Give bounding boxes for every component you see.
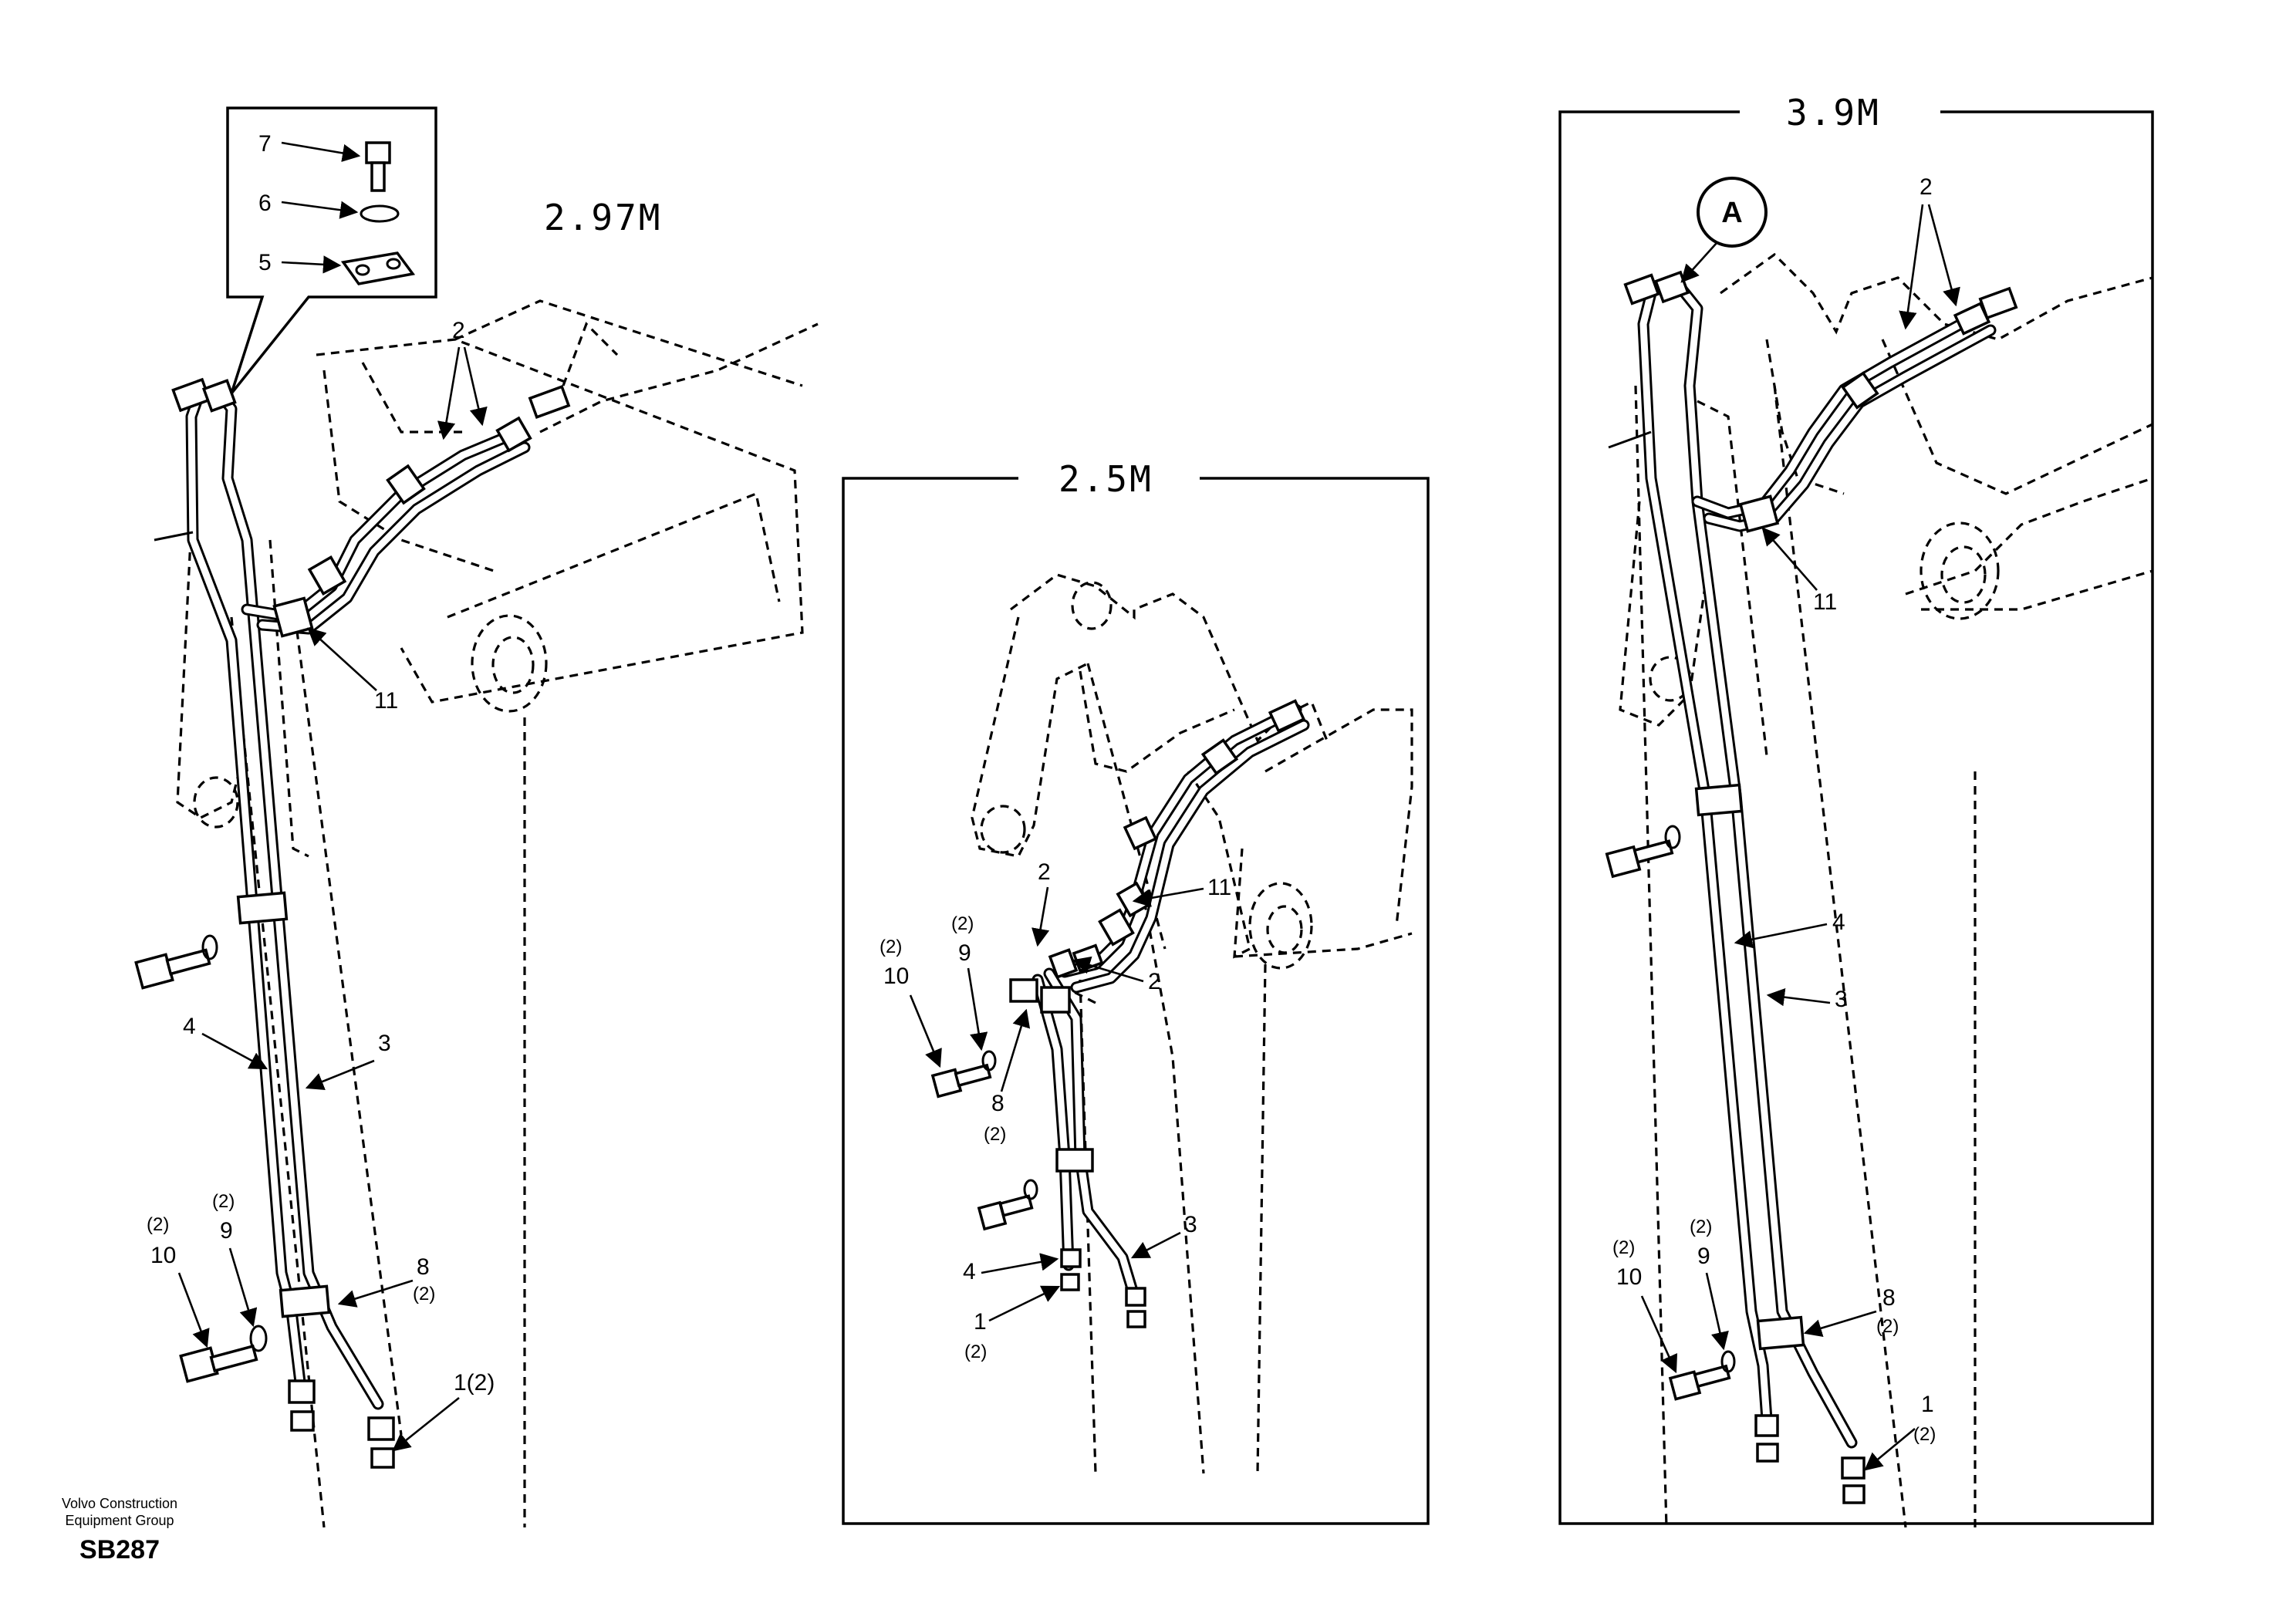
qty-1: (2) [1913, 1424, 1936, 1445]
washer-icon [981, 1050, 997, 1072]
callout-4: 4 [963, 1259, 976, 1284]
callout-10: 10 [150, 1243, 176, 1268]
callout-10: 10 [883, 964, 909, 989]
nut-icon [1841, 1456, 1866, 1504]
nut-icon [288, 1379, 316, 1432]
view-3-9m: 3.9M [1558, 91, 2154, 1528]
washer-icon [1720, 1350, 1736, 1373]
callout-8: 8 [1882, 1285, 1896, 1311]
view-title: 2.97M [544, 197, 662, 238]
bolt-icon [179, 1344, 258, 1383]
nut-icon [367, 1416, 395, 1469]
callout-3: 3 [1184, 1212, 1197, 1237]
qty-10: (2) [1612, 1237, 1635, 1258]
hardware-detail-inset: 7 6 5 [226, 106, 437, 395]
publisher-name-line-2: Equipment Group [65, 1513, 174, 1528]
detail-marker-a: A [1680, 177, 1768, 283]
clamp-icon [340, 251, 416, 285]
qty-10: (2) [880, 937, 902, 957]
qty-9: (2) [212, 1191, 235, 1212]
bolt-icon [1605, 825, 1681, 879]
callout-4: 4 [1832, 910, 1845, 935]
view-title: 3.9M [1786, 92, 1881, 133]
callout-9: 9 [1697, 1244, 1710, 1269]
washer-icon [249, 1325, 268, 1352]
washer-icon [360, 204, 400, 223]
qty-9: (2) [1690, 1217, 1712, 1237]
clamps-and-fittings [1605, 270, 2018, 1504]
callout-11: 11 [1207, 875, 1231, 900]
callouts-view-c: A 2 11 4 3 (2) 10 (2) 9 8 (2) 1 (2) [1612, 174, 1960, 1471]
callout-2: 2 [1148, 969, 1161, 994]
bolt-icon [977, 1179, 1038, 1231]
callout-1: 1 [974, 1309, 987, 1335]
qty-9: (2) [951, 913, 974, 934]
drawing-code: SB287 [79, 1535, 160, 1564]
bolt-icon [365, 141, 391, 192]
boom-outline [176, 299, 819, 1528]
callout-9: 9 [220, 1218, 233, 1244]
bolt-icon [134, 934, 218, 990]
callout-8: 8 [417, 1254, 430, 1280]
callout-10: 10 [1616, 1264, 1642, 1290]
callout-2: 2 [1920, 174, 1933, 200]
callout-2: 2 [452, 318, 465, 343]
publisher-block: Volvo Construction Equipment Group SB287 [54, 1495, 185, 1565]
nut-icon [1754, 1414, 1779, 1463]
boom-outline [1619, 252, 2153, 1528]
callout-3: 3 [378, 1031, 391, 1056]
callout-3: 3 [1835, 987, 1848, 1012]
bolt-icon [1668, 1364, 1731, 1401]
bolt-icon [930, 1063, 992, 1099]
qty-1: (2) [964, 1342, 987, 1362]
callouts-view-b: 11 2 2 (2) 10 (2) 9 8 (2) 4 1 (2) 3 [880, 859, 1231, 1362]
qty-8: (2) [984, 1124, 1006, 1145]
clamps-and-fittings [134, 377, 571, 1469]
publisher-name-line-1: Volvo Construction [61, 1496, 178, 1511]
callout-11: 11 [1813, 589, 1837, 615]
view-2-5m: 2.5M [842, 458, 1430, 1525]
nut-icon [1125, 1287, 1146, 1328]
callouts-view-a: 2.97M 2 11 4 3 (2) 10 (2) 9 8 (2) 1(2) [147, 197, 662, 1452]
callout-2: 2 [1038, 859, 1051, 885]
callout-8: 8 [991, 1091, 1004, 1116]
callout-9: 9 [958, 940, 971, 966]
callout-4: 4 [183, 1014, 196, 1039]
qty-8: (2) [413, 1284, 435, 1304]
callout-1-qty: 1(2) [454, 1370, 495, 1396]
callout-7: 7 [258, 131, 272, 157]
qty-8: (2) [1876, 1316, 1899, 1337]
callout-11: 11 [374, 688, 398, 714]
callout-6: 6 [258, 191, 272, 216]
nut-icon [1060, 1248, 1082, 1291]
view-title: 2.5M [1059, 458, 1153, 500]
callout-1: 1 [1921, 1392, 1934, 1417]
view-2-97m: 7 6 5 2.97M 2 11 4 3 (2) 10 (2) 9 8 (2) … [134, 106, 819, 1528]
qty-10: (2) [147, 1214, 169, 1235]
svg-text:A: A [1721, 197, 1742, 229]
callout-5: 5 [258, 250, 272, 275]
